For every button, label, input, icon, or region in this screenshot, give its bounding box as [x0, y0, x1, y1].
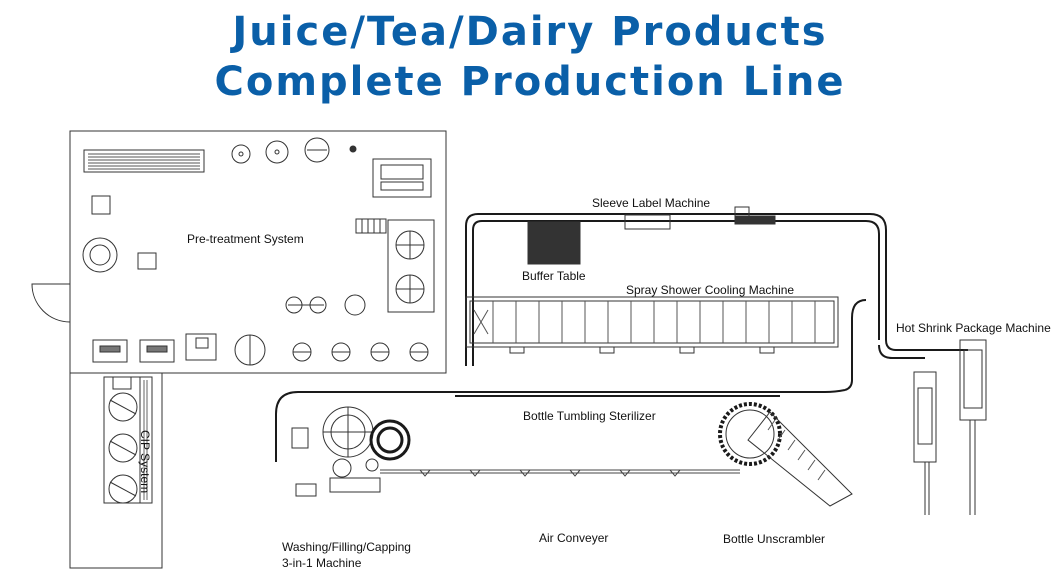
spray-cooling-tunnel: [465, 296, 839, 354]
bottle-unscrambler-drawing: [718, 402, 853, 507]
diagram-title-line1: Juice/Tea/Dairy Products: [232, 9, 828, 55]
air-conveyer: [380, 469, 740, 477]
label-washing-filling-capping: Washing/Filling/Capping: [282, 540, 411, 554]
label-hot-shrink-package: Hot Shrink Package Machine: [896, 321, 1051, 335]
cip-room: [69, 373, 163, 569]
sleeve-label-machine: [624, 206, 776, 230]
label-3-in-1-machine: 3-in-1 Machine: [282, 556, 362, 570]
buffer-table: [527, 221, 581, 265]
pretreatment-room: [31, 130, 447, 374]
label-cip-system: CIP System: [138, 430, 152, 494]
label-bottle-unscrambler: Bottle Unscrambler: [723, 532, 826, 546]
diagram-title-line2: Complete Production Line: [214, 59, 846, 105]
conveyor-main-loop: [465, 213, 968, 391]
label-pretreatment-system: Pre-treatment System: [187, 232, 304, 246]
tumbling-sterilizer-conveyor: [275, 389, 846, 462]
label-bottle-tumbling-sterilizer: Bottle Tumbling Sterilizer: [523, 409, 656, 423]
hot-shrink-machine: [913, 339, 987, 515]
label-sleeve-label-machine: Sleeve Label Machine: [592, 196, 711, 210]
label-buffer-table: Buffer Table: [522, 269, 586, 283]
label-air-conveyer: Air Conveyer: [539, 531, 609, 545]
monobloc-machine: [291, 406, 411, 497]
label-spray-shower-cooling: Spray Shower Cooling Machine: [626, 283, 795, 297]
